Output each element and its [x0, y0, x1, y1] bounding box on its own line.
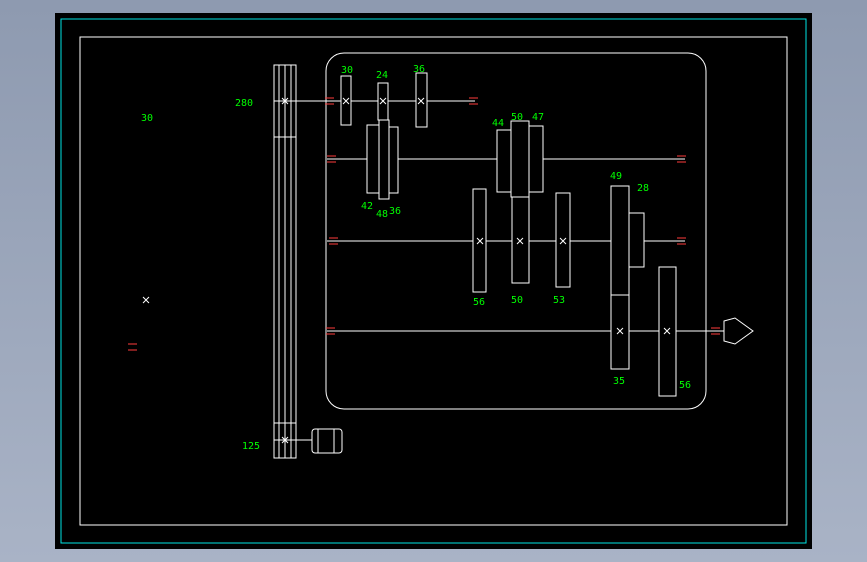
label-gear-28: 28	[637, 183, 649, 194]
label-left-30: 30	[141, 113, 153, 124]
label-gear-56: 56	[473, 297, 485, 308]
label-gear-42: 42	[361, 201, 373, 212]
shaft-cross-marks	[142, 97, 671, 444]
gear-50-top	[510, 120, 530, 198]
motor-icon	[311, 428, 343, 454]
cad-viewport[interactable]: 280 125 30 30 24 36 42 48 36 44 50 47 56…	[55, 13, 812, 549]
gear-44	[496, 129, 512, 193]
label-gear-36-top: 36	[413, 64, 425, 75]
gear-53	[555, 192, 571, 288]
gear-28	[628, 212, 645, 268]
gear-48	[378, 119, 390, 200]
gear-35	[610, 294, 630, 370]
transmission-diagram: 280 125 30 30 24 36 42 48 36 44 50 47 56…	[60, 18, 807, 544]
gear-47	[528, 125, 544, 193]
output-spindle-icon	[723, 317, 754, 345]
outer-frame	[60, 18, 807, 544]
label-pulley-280: 280	[235, 98, 253, 109]
label-gear-50: 50	[511, 295, 523, 306]
label-gear-50-top: 50	[511, 112, 523, 123]
gearbox-housing	[325, 52, 707, 410]
bearing-markers	[128, 97, 720, 351]
label-gear-53: 53	[553, 295, 565, 306]
label-gear-48: 48	[376, 209, 388, 220]
gear-49	[610, 185, 630, 298]
label-gear-36: 36	[389, 206, 401, 217]
label-gear-44: 44	[492, 118, 504, 129]
label-gear-47: 47	[532, 112, 544, 123]
label-gear-56-bottom: 56	[679, 380, 691, 391]
label-gear-24: 24	[376, 70, 388, 81]
inner-frame	[79, 36, 788, 526]
label-gear-30: 30	[341, 65, 353, 76]
gear-36	[388, 126, 399, 194]
label-gear-35: 35	[613, 376, 625, 387]
gear-42	[366, 124, 380, 194]
label-gear-49: 49	[610, 171, 622, 182]
label-pulley-125: 125	[242, 441, 260, 452]
